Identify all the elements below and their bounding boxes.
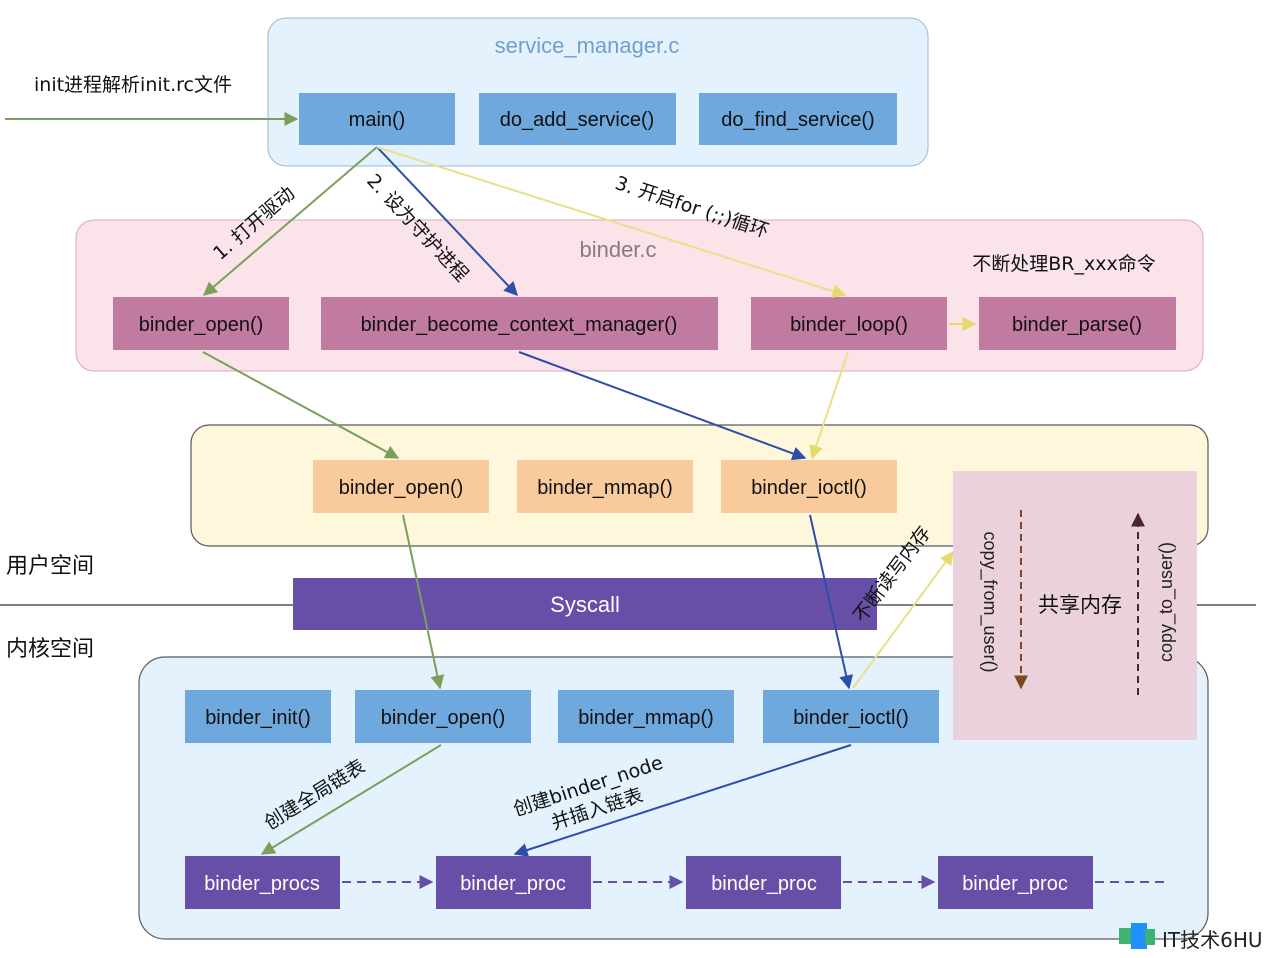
binder-init-kernel-box[interactable]	[185, 690, 331, 743]
binder-proc-box-3[interactable]	[938, 856, 1093, 909]
set-daemon-arrow	[376, 146, 518, 297]
create-global-list-arrow	[260, 744, 442, 855]
binder-mmap-kernel-box[interactable]	[558, 690, 734, 743]
kernel-space-label: 内核空间	[6, 637, 94, 662]
service-manager-title: service_manager.c	[495, 33, 680, 58]
binder-mmap-user-box[interactable]	[517, 460, 693, 513]
binder-c-note: 不断处理BR_xxx命令	[972, 253, 1155, 275]
binder-ioctl-user-box[interactable]	[721, 460, 897, 513]
binder-loop-box[interactable]	[751, 297, 947, 350]
binder-ioctl-user-label: binder_ioctl()	[751, 477, 867, 499]
binder-loop-label: binder_loop()	[790, 314, 908, 336]
start-loop-arrow	[376, 146, 847, 298]
binder-parse-box[interactable]	[979, 297, 1176, 350]
copy-from-user-label: copy_from_user()	[979, 531, 1000, 672]
do-add-service-label: do_add_service()	[500, 109, 655, 131]
binder-ioctl-kernel-label: binder_ioctl()	[793, 707, 909, 729]
binder-open-kernel-box[interactable]	[355, 690, 531, 743]
context-manager-to-ioctl-arrow	[518, 351, 807, 461]
open-driver-arrow	[202, 146, 378, 296]
syscall-label: Syscall	[550, 592, 620, 617]
binder-proc-label-3: binder_proc	[962, 873, 1068, 895]
main-label: main()	[349, 109, 406, 131]
binder-mmap-user-label: binder_mmap()	[537, 477, 673, 499]
binder-proc-box-1[interactable]	[436, 856, 591, 909]
watermark-text: IT技术6HU	[1162, 928, 1263, 952]
binder-open-user-label: binder_open()	[339, 477, 464, 499]
binder-proc-label-2: binder_proc	[711, 873, 817, 895]
create-node-arrow	[513, 744, 852, 857]
binder-become-context-manager-box[interactable]	[321, 297, 718, 350]
shared-memory-title: 共享内存	[1038, 593, 1122, 617]
watermark-logo-icon	[1119, 923, 1155, 949]
user-open-to-kernel-open-arrow	[402, 514, 445, 690]
binder-parse-label: binder_parse()	[1012, 314, 1142, 336]
syscall-bar	[293, 578, 877, 630]
ioctl-to-shared-memory-arrow	[852, 550, 954, 689]
binder-ioctl-kernel-box[interactable]	[763, 690, 939, 743]
binder-c-title: binder.c	[579, 237, 656, 262]
do-find-service-label: do_find_service()	[721, 109, 874, 131]
user-space-label: 用户空间	[6, 554, 94, 579]
binder-open-lib-box[interactable]	[113, 297, 289, 350]
binder-mmap-kernel-label: binder_mmap()	[578, 707, 714, 729]
do-add-service-box[interactable]	[479, 93, 676, 145]
do-find-service-box[interactable]	[699, 93, 897, 145]
copy-to-user-label: copy_to_user()	[1156, 542, 1177, 662]
binder-open-kernel-label: binder_open()	[381, 707, 506, 729]
binder-init-kernel-label: binder_init()	[205, 707, 311, 729]
binder-procs-box[interactable]	[185, 856, 340, 909]
binder-procs-label: binder_procs	[204, 873, 320, 895]
binder-proc-box-2[interactable]	[686, 856, 841, 909]
init-label: init进程解析init.rc文件	[34, 74, 232, 96]
lib-open-to-user-open-arrow	[202, 351, 400, 459]
binder-become-context-manager-label: binder_become_context_manager()	[361, 314, 678, 336]
main-box[interactable]	[299, 93, 455, 145]
binder-open-user-box[interactable]	[313, 460, 489, 513]
binder-open-lib-label: binder_open()	[139, 314, 264, 336]
binder-proc-label-1: binder_proc	[460, 873, 566, 895]
shared-memory-block	[953, 471, 1197, 740]
loop-to-ioctl-arrow	[809, 351, 849, 460]
user-ioctl-to-kernel-ioctl-arrow	[809, 514, 854, 690]
